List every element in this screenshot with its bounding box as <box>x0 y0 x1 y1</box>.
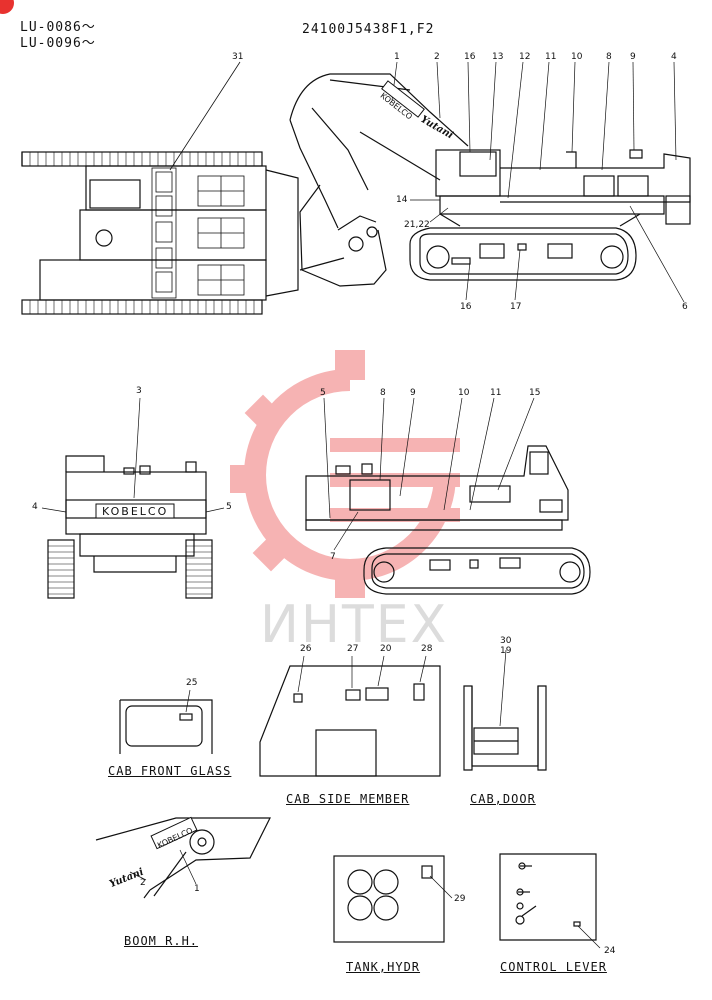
rear-view-excavator <box>41 397 225 599</box>
callout-16-top: 16 <box>464 52 476 62</box>
cab-door-drawing <box>463 649 547 771</box>
callout-13: 13 <box>492 52 504 62</box>
corner-badge <box>0 0 14 14</box>
callout-3: 3 <box>136 386 142 396</box>
callout-31: 31 <box>232 52 244 62</box>
callout-11-left: 11 <box>490 388 502 398</box>
control-lever-drawing <box>499 853 601 949</box>
part-number: 24100J5438F1,F2 <box>302 22 435 37</box>
callout-12: 12 <box>519 52 531 62</box>
callout-30: 30 <box>500 636 512 646</box>
callout-10: 10 <box>571 52 583 62</box>
cab-side-member-drawing <box>259 655 441 777</box>
callout-17: 17 <box>510 302 522 312</box>
top-plan-view <box>21 61 299 315</box>
kobelco-logo-rear: KOBELCO <box>102 505 169 518</box>
callout-9: 9 <box>630 52 636 62</box>
boom-rh-drawing <box>95 817 271 899</box>
callout-4-rear: 4 <box>32 502 38 512</box>
watermark-text: ИНТЕХ <box>260 595 449 655</box>
callout-8-left: 8 <box>380 388 386 398</box>
callout-21-22: 21,22 <box>404 220 430 230</box>
callout-6: 6 <box>682 302 688 312</box>
cab-front-glass-drawing <box>119 689 213 754</box>
callout-19: 19 <box>500 646 512 656</box>
caption-cab-door: CAB,DOOR <box>470 792 536 806</box>
callout-25: 25 <box>186 678 198 688</box>
callout-29: 29 <box>454 894 466 904</box>
side-view-excavator <box>289 73 691 287</box>
tank-hydr-drawing <box>333 855 453 943</box>
callout-2-boom: 2 <box>140 878 146 888</box>
watermark: ИНТЕХ <box>210 340 490 670</box>
callout-26: 26 <box>300 644 312 654</box>
caption-cab-front-glass: CAB FRONT GLASS <box>108 764 232 778</box>
callout-8: 8 <box>606 52 612 62</box>
callout-2: 2 <box>434 52 440 62</box>
callout-15: 15 <box>529 388 541 398</box>
callout-10-left: 10 <box>458 388 470 398</box>
callout-28: 28 <box>421 644 433 654</box>
caption-cab-side-member: CAB SIDE MEMBER <box>286 792 410 806</box>
callout-5-rear: 5 <box>226 502 232 512</box>
callout-16-bottom: 16 <box>460 302 472 312</box>
callout-4: 4 <box>671 52 677 62</box>
left-side-view-excavator <box>305 445 591 595</box>
callout-24: 24 <box>604 946 616 956</box>
callout-9-left: 9 <box>410 388 416 398</box>
caption-tank-hydr: TANK,HYDR <box>346 960 421 974</box>
callout-1-boom: 1 <box>194 884 200 894</box>
callout-5-left: 5 <box>320 388 326 398</box>
watermark-gear-icon <box>230 350 460 598</box>
callout-20: 20 <box>380 644 392 654</box>
callout-14: 14 <box>396 195 408 205</box>
callout-11: 11 <box>545 52 557 62</box>
serial-line-1: LU-0086～ <box>20 20 96 35</box>
caption-boom-rh: BOOM R.H. <box>124 934 199 948</box>
callout-7: 7 <box>330 552 336 562</box>
caption-control-lever: CONTROL LEVER <box>500 960 607 974</box>
callout-27: 27 <box>347 644 359 654</box>
serial-line-2: LU-0096～ <box>20 36 96 51</box>
callout-1: 1 <box>394 52 400 62</box>
